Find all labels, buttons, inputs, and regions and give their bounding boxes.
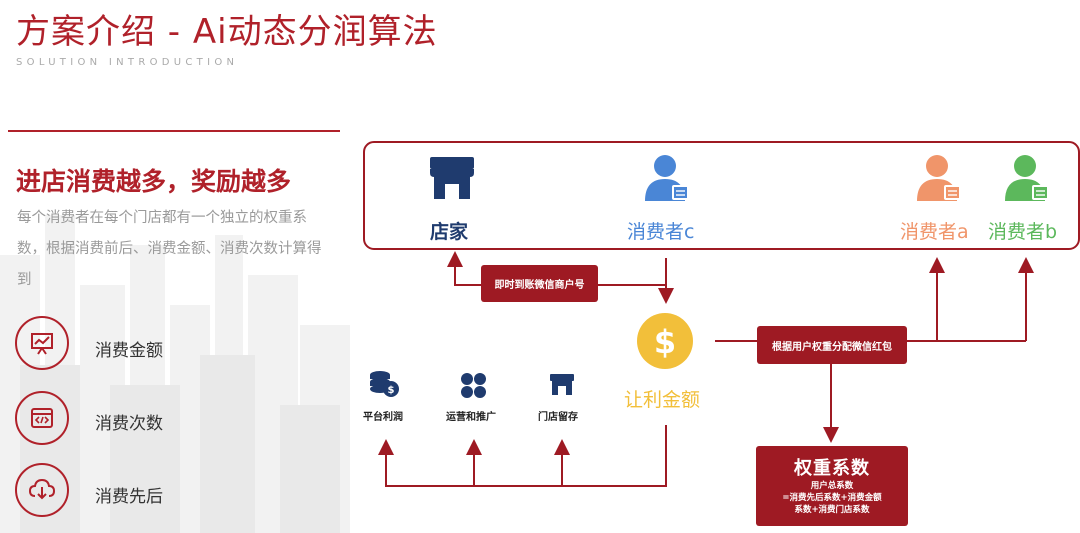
factor-count-badge: [15, 391, 69, 445]
page-title: 方案介绍 - Ai动态分润算法: [16, 12, 438, 52]
code-window-icon: [31, 408, 53, 428]
coins-stack-icon: $: [370, 371, 399, 397]
consumer-c-icon: [645, 155, 689, 201]
cloud-download-icon: [28, 478, 56, 500]
page-subtitle: SOLUTION INTRODUCTION: [16, 57, 239, 68]
weight-coefficient-box: 权重系数 用户总系数 =消费先后系数+消费金额 系数+消费门店系数: [756, 446, 908, 526]
factor-amount-badge: [15, 316, 69, 370]
allocation-operations-label: 运营和推广: [446, 412, 496, 423]
factor-amount-label: 消费金额: [95, 341, 163, 361]
store-label: 店家: [430, 221, 469, 243]
dollar-coin-icon: $: [637, 313, 693, 369]
svg-text:$: $: [388, 385, 395, 396]
city-skyline-background: [0, 215, 350, 533]
distribute-pill: 根据用户权重分配微信红包: [757, 326, 907, 364]
allocation-platform-label: 平台利润: [363, 412, 403, 423]
consumer-a-icon: [917, 155, 961, 201]
factor-order-badge: [15, 463, 69, 517]
headline: 进店消费越多，奖励越多: [16, 167, 292, 196]
weight-line: 系数+消费门店系数: [794, 505, 870, 515]
factor-count-label: 消费次数: [95, 414, 163, 434]
consumer-c-label: 消费者c: [627, 221, 695, 243]
consumer-b-icon: [1005, 155, 1049, 201]
weight-line: =消费先后系数+消费金额: [782, 493, 882, 503]
instant-transfer-pill: 即时到账微信商户号: [481, 265, 598, 302]
presentation-chart-icon: [31, 333, 53, 355]
factor-order-label: 消费先后: [95, 487, 163, 507]
profit-label: 让利金额: [624, 389, 701, 411]
consumer-a-label: 消费者a: [900, 221, 969, 243]
allocation-store-label: 门店留存: [538, 412, 578, 423]
consumer-b-label: 消费者b: [988, 221, 1058, 243]
description: 每个消费者在每个门店都有一个独立的权重系数，根据消费前后、消费金额、消费次数计算…: [17, 210, 322, 288]
weight-title: 权重系数: [794, 458, 870, 479]
grid-apps-icon: [461, 373, 486, 398]
store-icon: [430, 157, 474, 199]
small-store-icon: [550, 374, 574, 395]
participants-box: [363, 141, 1080, 250]
svg-text:$: $: [654, 323, 676, 361]
weight-line: 用户总系数: [810, 481, 854, 491]
divider: [8, 130, 340, 132]
